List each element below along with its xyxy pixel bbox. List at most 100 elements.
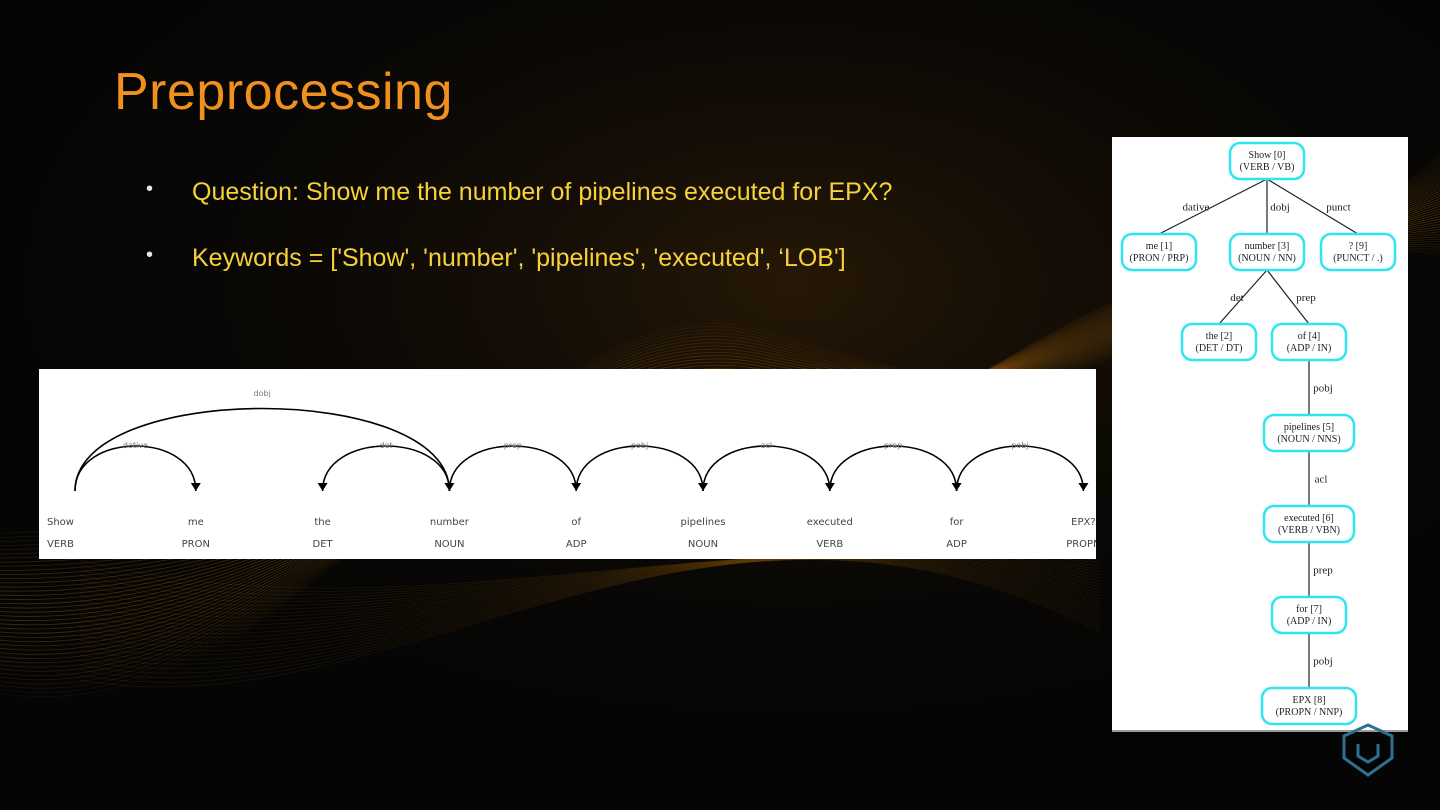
wave-line: [79, 557, 1101, 652]
tree-edge-label: acl: [1315, 474, 1328, 486]
tree-edge-label: pobj: [1313, 383, 1333, 395]
wave-line: [79, 556, 1101, 634]
tree-node-word: pipelines [5]: [1284, 422, 1334, 433]
tree-edge-label: prep: [1296, 292, 1316, 304]
tree-edge: [1266, 269, 1310, 325]
wave-line: [79, 557, 1101, 661]
token-pos: ADP: [946, 539, 967, 550]
token-word: the: [314, 517, 330, 528]
tree-edge-label: punct: [1326, 202, 1350, 214]
tree-node: [1228, 141, 1306, 181]
dependency-arc: [829, 445, 958, 492]
wave-line: [79, 558, 1101, 674]
tree-edge-label: pobj: [1313, 656, 1333, 668]
arc-label: prep: [504, 441, 522, 450]
arc-arrowhead: [190, 483, 201, 491]
tree-node-tag: (ADP / IN): [1287, 343, 1332, 354]
wave-line: [79, 557, 1101, 656]
wave-line: [79, 556, 1101, 639]
tree-node: [1180, 322, 1258, 362]
tree-node: [1120, 232, 1198, 272]
tree-node-word: Show [0]: [1249, 150, 1286, 161]
tree-node-tag: (PRON / PRP): [1130, 253, 1189, 264]
tree-node-word: me [1]: [1146, 241, 1172, 252]
tree-edge: [1266, 178, 1359, 235]
wave-line: [79, 556, 1101, 643]
token-word: executed: [807, 517, 853, 528]
wave-line: [79, 555, 1101, 626]
tree-node-tag: (VERB / VBN): [1278, 525, 1340, 536]
slide-title: Preprocessing: [114, 63, 453, 121]
wave-line: [79, 559, 1101, 688]
wave-line: [79, 558, 1101, 679]
bullet-dot: •: [146, 178, 154, 200]
arc-label: prep: [884, 441, 902, 450]
tree-node: [1228, 232, 1306, 272]
token-word: of: [571, 517, 581, 528]
wave-line: [79, 557, 1101, 647]
token-pos: NOUN: [434, 539, 464, 550]
wave-line: [79, 558, 1101, 669]
question-text: Question: Show me the number of pipeline…: [192, 178, 893, 206]
tree-node-tag: (NOUN / NN): [1238, 253, 1296, 264]
wave-line: [79, 558, 1101, 665]
keywords-text: Keywords = ['Show', 'number', 'pipelines…: [192, 244, 846, 272]
tree-node-tag: (VERB / VB): [1240, 162, 1295, 173]
tree-node-word: the [2]: [1206, 331, 1232, 342]
token-word: for: [950, 517, 965, 528]
token-word: EPX?: [1071, 517, 1096, 528]
tree-edge-label: det: [1230, 292, 1243, 304]
arc-label: dative: [123, 441, 148, 450]
tree-node: [1260, 686, 1358, 726]
tree-node-word: executed [6]: [1284, 513, 1334, 524]
token-pos: NOUN: [688, 539, 718, 550]
dependency-arc: [955, 445, 1085, 492]
tree-node-word: for [7]: [1296, 604, 1322, 615]
tree-edge-label: prep: [1313, 565, 1333, 577]
dependency-tree-diagram: dative dobj punct det prep pobj acl prep pobj Sho…: [1112, 137, 1408, 732]
tree-node-word: of [4]: [1298, 331, 1321, 342]
token-pos: ADP: [566, 539, 587, 550]
bullet-dot: •: [146, 244, 154, 266]
arc-label: acl: [761, 441, 773, 450]
tree-node-word: EPX [8]: [1292, 695, 1325, 706]
tree-node-word: ? [9]: [1349, 241, 1368, 252]
arc-arrowhead: [1078, 483, 1089, 491]
dependency-arc: [321, 445, 451, 492]
tree-node-tag: (NOUN / NNS): [1277, 434, 1340, 445]
tree-node: [1270, 322, 1348, 362]
tree-node: [1262, 413, 1356, 453]
tree-node: [1319, 232, 1397, 272]
tree-edge: [1218, 269, 1268, 325]
dependency-arc: [74, 407, 451, 492]
tree-edge-label: dobj: [1270, 202, 1290, 214]
dependency-arc: [575, 445, 704, 492]
tree-node-tag: (PROPN / NNP): [1276, 707, 1343, 718]
tree-edge: [1158, 178, 1268, 235]
token-word: Show: [47, 517, 74, 528]
token-word: pipelines: [681, 517, 726, 528]
token-pos: VERB: [47, 539, 74, 550]
token-pos: PROPN: [1066, 539, 1096, 550]
tree-node-tag: (PUNCT / .): [1333, 253, 1383, 264]
token-pos: PRON: [182, 539, 210, 550]
token-word: number: [430, 517, 470, 528]
dependency-arc: [702, 445, 831, 492]
tree-edge-label: dative: [1183, 202, 1210, 214]
arc-arrowhead: [317, 483, 328, 491]
arc-label: pobj: [631, 441, 648, 450]
token-pos: DET: [313, 539, 334, 550]
tree-node-tag: (DET / DT): [1195, 343, 1242, 354]
dependency-arc: [448, 445, 577, 492]
arc-label: det: [379, 441, 392, 450]
arc-label: pobj: [1011, 441, 1028, 450]
tree-node-word: number [3]: [1245, 241, 1290, 252]
token-word: me: [188, 517, 204, 528]
wave-line: [79, 558, 1101, 683]
tree-node: [1270, 595, 1348, 635]
wave-line: [79, 556, 1101, 630]
arc-label: dobj: [254, 389, 271, 398]
tree-node: [1262, 504, 1356, 544]
tree-node-tag: (ADP / IN): [1287, 616, 1332, 627]
